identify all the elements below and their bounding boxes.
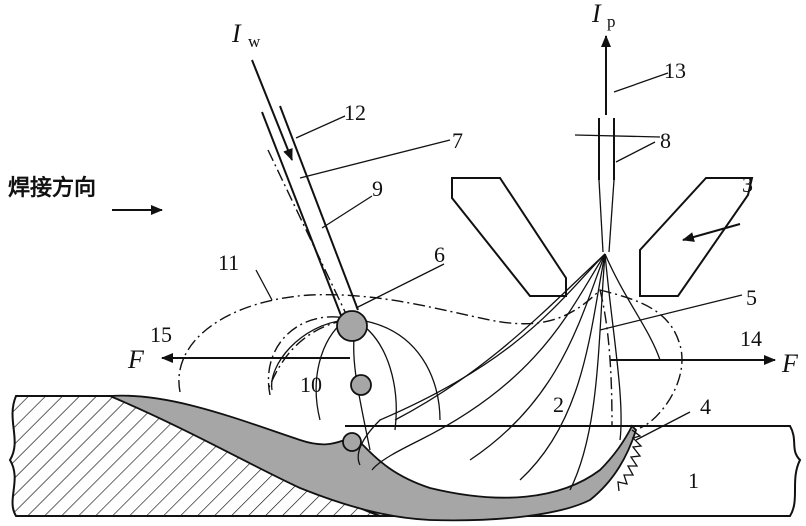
label-Iw-sub: w [248,32,261,51]
electrode-taper-right [608,179,615,253]
plasma-nozzle-left [451,177,567,297]
label-14: 14 [740,326,762,351]
inner-dash [267,319,346,391]
leader-lines [255,72,743,441]
label-F-right: F [781,349,799,378]
label-Ip: I [591,0,602,28]
field-boundary-left [267,316,346,396]
label-13: 13 [664,58,686,83]
serrated-edge [617,429,643,492]
plasma-nozzle-right [639,177,754,297]
label-Ip-sub: p [607,12,616,31]
label-6: 6 [434,242,445,267]
welding-direction-label: 焊接方向 [8,175,96,201]
label-2: 2 [553,392,564,417]
wire-tip-droplet [336,310,368,342]
arc-axis [599,289,613,426]
label-12: 12 [344,100,366,125]
plasma-arc [357,253,661,491]
label-15: 15 [150,322,172,347]
label-1: 1 [688,468,699,493]
filler-wire [261,105,359,319]
transferring-droplet [350,374,372,396]
label-8: 8 [660,128,671,153]
electrode-taper-left [598,179,604,253]
label-4: 4 [700,394,711,419]
weld-pool [109,394,638,522]
label-Iw: I [231,19,242,48]
base-metal-outline [380,425,802,517]
label-11: 11 [218,250,239,275]
label-10: 10 [300,372,322,397]
label-F-left: F [127,345,145,374]
droplet-in-pool [342,432,362,452]
label-3: 3 [742,172,753,197]
label-5: 5 [746,285,757,310]
gas-flow-arrow [682,223,741,242]
label-7: 7 [452,128,463,153]
label-9: 9 [372,176,383,201]
wire-current-arrow [251,59,293,161]
